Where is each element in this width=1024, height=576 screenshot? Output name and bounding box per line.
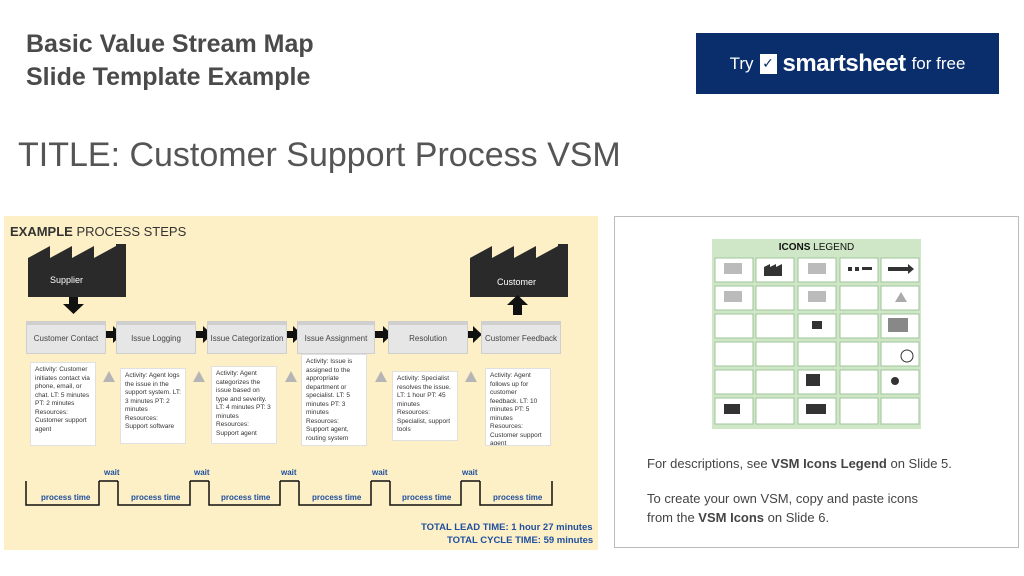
process-steps-heading: EXAMPLE PROCESS STEPS xyxy=(10,224,186,239)
customer-label: Customer xyxy=(497,277,537,287)
process-time-label: process time xyxy=(402,493,452,502)
template-title-line1: Basic Value Stream Map xyxy=(26,30,314,58)
smartsheet-cta-button[interactable]: Try ✓ smartsheet for free xyxy=(696,33,999,94)
heading-bold: EXAMPLE xyxy=(10,224,73,239)
smartsheet-check-icon: ✓ xyxy=(759,53,777,74)
step-issue-assignment: Issue Assignment xyxy=(297,321,375,354)
total-cycle-time: TOTAL CYCLE TIME: 59 minutes xyxy=(447,535,594,546)
desc3-post: on Slide 6. xyxy=(764,510,830,525)
desc3-bold: VSM Icons xyxy=(698,510,765,525)
legend-description-line3: from the VSM Icons on Slide 6. xyxy=(647,510,829,525)
icons-legend-title: ICONS LEGEND xyxy=(712,242,921,253)
inventory-triangle-icon xyxy=(193,371,205,382)
step-customer-feedback: Customer Feedback xyxy=(481,321,561,354)
template-title: Basic Value Stream Map Slide Template Ex… xyxy=(26,28,314,94)
timeline-ladder xyxy=(25,480,553,506)
desc3-pre: from the xyxy=(647,510,699,525)
wait-label: wait xyxy=(194,468,210,477)
legend-title-bold: ICONS xyxy=(778,242,811,253)
process-time-label: process time xyxy=(221,493,271,502)
step-customer-contact: Customer Contact xyxy=(26,321,106,354)
supplier-factory-icon xyxy=(28,244,126,297)
process-time-label: process time xyxy=(131,493,181,502)
wait-label: wait xyxy=(462,468,478,477)
heading-rest: PROCESS STEPS xyxy=(72,224,187,239)
wait-label: wait xyxy=(372,468,388,477)
step-resolution: Resolution xyxy=(388,321,468,354)
desc1-bold: VSM Icons Legend xyxy=(771,456,887,471)
note-customer-contact: Activity: Customer initiates contact via… xyxy=(30,362,96,446)
inventory-triangle-icon xyxy=(285,371,297,382)
supplier-down-arrow xyxy=(63,297,84,314)
wait-label: wait xyxy=(104,468,120,477)
desc1-post: on Slide 5. xyxy=(886,456,952,471)
customer-factory-icon xyxy=(470,244,568,297)
step-issue-categorization: Issue Categorization xyxy=(207,321,287,354)
step-issue-logging: Issue Logging xyxy=(116,321,196,354)
note-customer-feedback: Activity: Agent follows up for customer … xyxy=(485,368,551,446)
inventory-triangle-icon xyxy=(103,371,115,382)
legend-description-line2: To create your own VSM, copy and paste i… xyxy=(647,491,918,506)
note-issue-categorization: Activity: Agent categorizes the issue ba… xyxy=(211,366,277,444)
note-issue-assignment: Activity: Issue is assigned to the appro… xyxy=(301,354,367,446)
desc1-pre: For descriptions, see xyxy=(647,456,772,471)
push-arrows xyxy=(105,326,482,343)
push-arrow-5 xyxy=(465,326,482,343)
legend-title-rest: LEGEND xyxy=(810,242,855,253)
cta-try-text: Try xyxy=(729,53,754,73)
note-resolution: Activity: Specialist resolves the issue.… xyxy=(392,371,458,441)
note-issue-logging: Activity: Agent logs the issue in the su… xyxy=(120,368,186,444)
wait-label: wait xyxy=(281,468,297,477)
inventory-triangle-icon xyxy=(465,371,477,382)
customer-up-arrow xyxy=(507,295,528,315)
template-title-line2: Slide Template Example xyxy=(26,63,311,91)
cta-free-text: for free xyxy=(911,53,966,73)
process-time-label: process time xyxy=(493,493,543,502)
supplier-label: Supplier xyxy=(50,275,84,285)
inventory-triangle-icon xyxy=(375,371,387,382)
legend-description-line1: For descriptions, see VSM Icons Legend o… xyxy=(647,456,952,471)
process-time-label: process time xyxy=(41,493,91,502)
process-time-label: process time xyxy=(312,493,362,502)
cta-brand-text: smartsheet xyxy=(782,49,907,77)
push-arrow-4 xyxy=(375,326,392,343)
legend-icon-grid xyxy=(714,257,920,425)
total-lead-time: TOTAL LEAD TIME: 1 hour 27 minutes xyxy=(421,522,593,533)
slide-title: TITLE: Customer Support Process VSM xyxy=(18,136,621,174)
